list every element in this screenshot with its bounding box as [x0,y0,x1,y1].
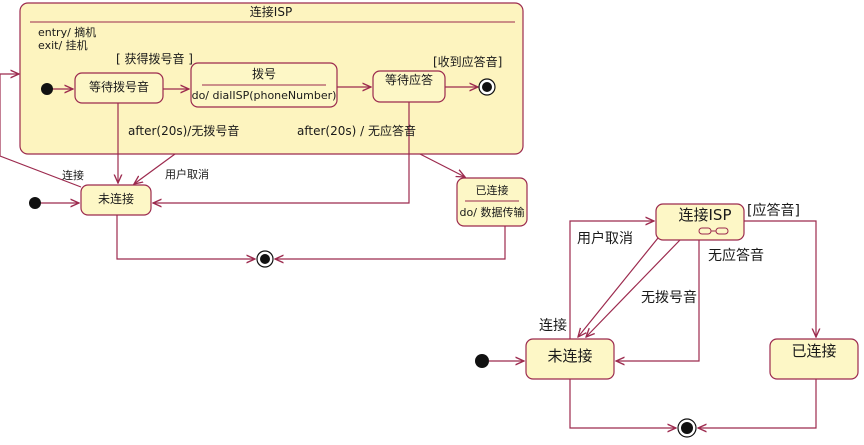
transition-no-dial-tone-right [586,239,681,337]
transition-connected-to-final-right [698,379,817,428]
state-dialing-title: 拨号 [251,67,277,81]
trigger-user-cancel-right: 用户取消 [577,231,633,247]
composite-exit-action: exit/ 挂机 [38,39,88,52]
state-not-connected-right-label: 未连接 [547,347,593,365]
transition-user-cancel-right [578,237,659,337]
trigger-no-dial-tone-right: 无拨号音 [641,290,697,306]
trigger-connect-left: 连接 [62,169,84,182]
trigger-no-answer: after(20s) / 无应答音 [297,124,416,138]
initial-node-right [475,354,489,368]
guard-got-answer: [收到应答音] [433,55,503,69]
state-dialing-activity: do/ dialISP(phoneNumber) [191,89,337,102]
final-node-outer-dot [260,254,270,264]
state-waiting-dial-tone [74,72,164,104]
guard-got-dial-tone: [ 获得拨号音 ] [116,52,193,66]
transition-connected-to-final [275,226,506,259]
trigger-no-dial-tone: after(20s)/无拨号音 [128,124,240,138]
initial-node-inner [41,83,53,95]
state-connect-isp-right-label: 连接ISP [678,206,732,224]
composite-title: 连接ISP [249,5,293,19]
composite-entry-action: entry/ 摘机 [38,26,97,39]
state-waiting-answer-label: 等待应答 [384,73,434,87]
trigger-connect-right: 连接 [539,318,567,334]
state-connect-isp-right [655,203,745,241]
trigger-no-answer-right: 无应答音 [708,248,764,264]
state-connected-left-title: 已连接 [475,184,509,197]
state-not-connected-left [80,184,152,216]
transition-user-cancel [134,153,176,184]
state-waiting-dial-tone-label: 等待拨号音 [88,80,150,94]
transition-connect-right [569,221,654,339]
final-node-inner-dot [482,82,492,92]
state-connected-left-activity: do/ 数据传输 [459,206,525,219]
state-connected-left [456,177,528,227]
trigger-user-cancel-left: 用户取消 [165,168,209,181]
guard-answer-tone-right: [应答音] [747,203,800,219]
transition-no-answer-right [616,240,700,361]
transition-connect-loop [0,74,82,188]
transition-no-answer [153,102,410,203]
transition-answer-tone-right [744,220,816,337]
initial-node-outer [29,197,41,209]
state-connected-right-label: 已连接 [791,342,837,360]
state-not-connected-left-label: 未连接 [97,192,135,206]
transition-not-connected-to-final-right [569,379,676,428]
final-node-right-dot [681,422,693,434]
transition-to-connected [419,153,465,177]
composite-icon-right [715,227,729,235]
transition-not-connected-to-final [116,215,255,259]
state-connected-right [769,338,859,380]
